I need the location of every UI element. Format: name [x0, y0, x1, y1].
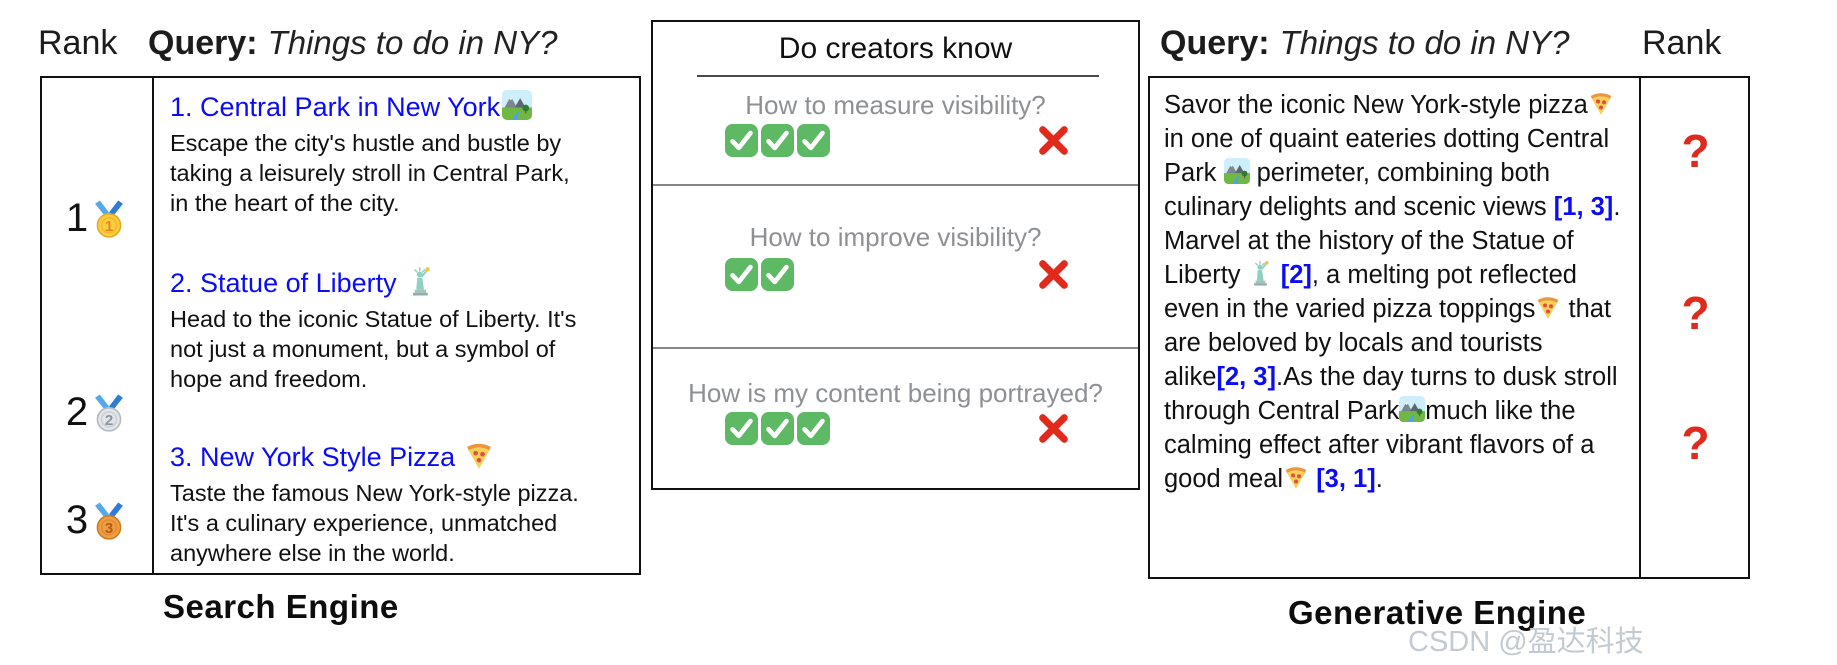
- pizza-icon: [1590, 93, 1612, 115]
- result-link-text[interactable]: 1. Central Park in New York: [170, 92, 501, 122]
- pizza-icon: [467, 443, 492, 469]
- rank-number: 1: [65, 196, 89, 240]
- bronze-medal-icon: 3: [95, 501, 124, 540]
- answer-text: in one of quaint eateries dotting Centra…: [1164, 125, 1610, 187]
- search-engine-caption: Search Engine: [163, 588, 399, 625]
- generative-rank-column: ? ? ?: [1639, 78, 1750, 577]
- result-link[interactable]: 2. Statue of Liberty: [170, 266, 635, 299]
- check-icon: [761, 258, 794, 291]
- section-divider: [653, 347, 1138, 349]
- cross-icon: [1039, 260, 1068, 289]
- check-marks: [725, 258, 794, 291]
- search-result-2: 2. Statue of Liberty Head to the iconic …: [170, 266, 635, 394]
- result-link[interactable]: 3. New York Style Pizza: [170, 440, 635, 473]
- answer-text: . Marvel at the history of the Statue of…: [1164, 193, 1621, 289]
- citation[interactable]: [2]: [1280, 261, 1312, 289]
- answer-text: .As the day turns to dusk stroll through…: [1164, 363, 1618, 425]
- result-link-text[interactable]: 2. Statue of Liberty: [170, 268, 397, 298]
- svg-text:2: 2: [105, 411, 113, 428]
- search-result-3: 3. New York Style Pizza Taste the famous…: [170, 440, 635, 568]
- generative-query-header: Query:Things to do in NY?: [1160, 24, 1569, 63]
- search-result-1: 1. Central Park in New York Escape the c…: [170, 90, 635, 218]
- question-improve-visibility: How to improve visibility?: [749, 222, 1042, 252]
- rank-cell-3: 3 3: [42, 498, 152, 543]
- generative-engine-caption: Generative Engine: [1288, 594, 1587, 631]
- gold-medal-icon: 1: [95, 199, 124, 238]
- citation[interactable]: [1, 3]: [1553, 193, 1614, 221]
- answer-text: .: [1375, 465, 1383, 493]
- search-results-panel: 1 1 2 2 3: [40, 76, 641, 575]
- check-icon: [797, 124, 830, 157]
- title-underline: [697, 75, 1099, 77]
- national-park-icon: [1399, 396, 1426, 422]
- question-content-portrayed: How is my content being portrayed?: [688, 378, 1103, 408]
- answer-text: perimeter, combining both culinary delig…: [1164, 159, 1554, 221]
- check-icon: [761, 412, 794, 445]
- answer-text: much like the calming effect after vibra…: [1164, 397, 1595, 493]
- marks-row-2: [653, 256, 1138, 293]
- generative-rank-header: Rank: [1642, 24, 1722, 62]
- rank-question-mark-1: ?: [1681, 125, 1710, 177]
- cross-icon: [1039, 126, 1068, 155]
- national-park-icon: [502, 90, 533, 120]
- statue-of-liberty-icon: [1253, 260, 1269, 286]
- answer-text: , a melting pot reflected even in the va…: [1164, 261, 1577, 323]
- rank-cell-1: 1 1: [42, 196, 152, 241]
- rank-cell-2: 2 2: [42, 390, 152, 435]
- question-measure-visibility: How to measure visibility?: [745, 90, 1046, 120]
- section-divider: [653, 184, 1138, 186]
- rank-number: 2: [65, 390, 89, 434]
- result-snippet: Head to the iconic Statue of Liberty. It…: [170, 306, 577, 392]
- citation[interactable]: [2, 3]: [1216, 363, 1276, 391]
- silver-medal-icon: 2: [95, 393, 124, 432]
- check-icon: [725, 258, 758, 291]
- check-icon: [797, 412, 830, 445]
- generative-panel: Savor the iconic New York-style pizza in…: [1148, 76, 1750, 579]
- query-label: Query:: [1160, 24, 1270, 62]
- search-query-header: Query:Things to do in NY?: [148, 24, 557, 63]
- search-results-list: 1. Central Park in New York Escape the c…: [154, 78, 639, 573]
- search-rank-header: Rank: [38, 24, 118, 62]
- answer-text: [1274, 261, 1281, 289]
- marks-row-3: [653, 410, 1138, 447]
- rank-number: 3: [65, 498, 89, 542]
- national-park-icon: [1223, 158, 1250, 184]
- answer-text: that are beloved by locals and tourists …: [1164, 295, 1612, 391]
- search-rank-column: 1 1 2 2 3: [42, 78, 154, 573]
- query-text: Things to do in NY?: [267, 24, 558, 61]
- creators-panel: Do creators know How to measure visibili…: [651, 20, 1140, 490]
- generative-answer: Savor the iconic New York-style pizza in…: [1150, 78, 1639, 504]
- marks-row-1: [653, 122, 1138, 159]
- query-text: Things to do in NY?: [1279, 24, 1570, 61]
- statue-of-liberty-icon: [412, 267, 430, 296]
- csdn-watermark: CSDN @盈达科技: [1408, 626, 1644, 658]
- check-marks: [725, 412, 830, 445]
- rank-question-mark-3: ?: [1681, 417, 1710, 469]
- citation[interactable]: [3, 1]: [1316, 465, 1376, 493]
- result-snippet: Taste the famous New York-style pizza. I…: [170, 480, 579, 566]
- cross-icon: [1039, 414, 1068, 443]
- svg-text:1: 1: [105, 217, 113, 234]
- check-marks: [725, 124, 830, 157]
- rank-question-mark-2: ?: [1681, 287, 1710, 339]
- answer-text: Savor the iconic New York-style pizza: [1164, 91, 1588, 119]
- result-snippet: Escape the city's hustle and bustle by t…: [170, 130, 570, 216]
- result-link[interactable]: 1. Central Park in New York: [170, 90, 635, 123]
- check-icon: [725, 412, 758, 445]
- result-link-text[interactable]: 3. New York Style Pizza: [170, 442, 456, 472]
- pizza-icon: [1538, 297, 1559, 319]
- pizza-icon: [1285, 467, 1307, 489]
- creators-panel-title: Do creators know: [778, 32, 1013, 65]
- query-label: Query:: [148, 24, 258, 62]
- check-icon: [761, 124, 794, 157]
- svg-text:3: 3: [105, 519, 113, 536]
- check-icon: [725, 124, 758, 157]
